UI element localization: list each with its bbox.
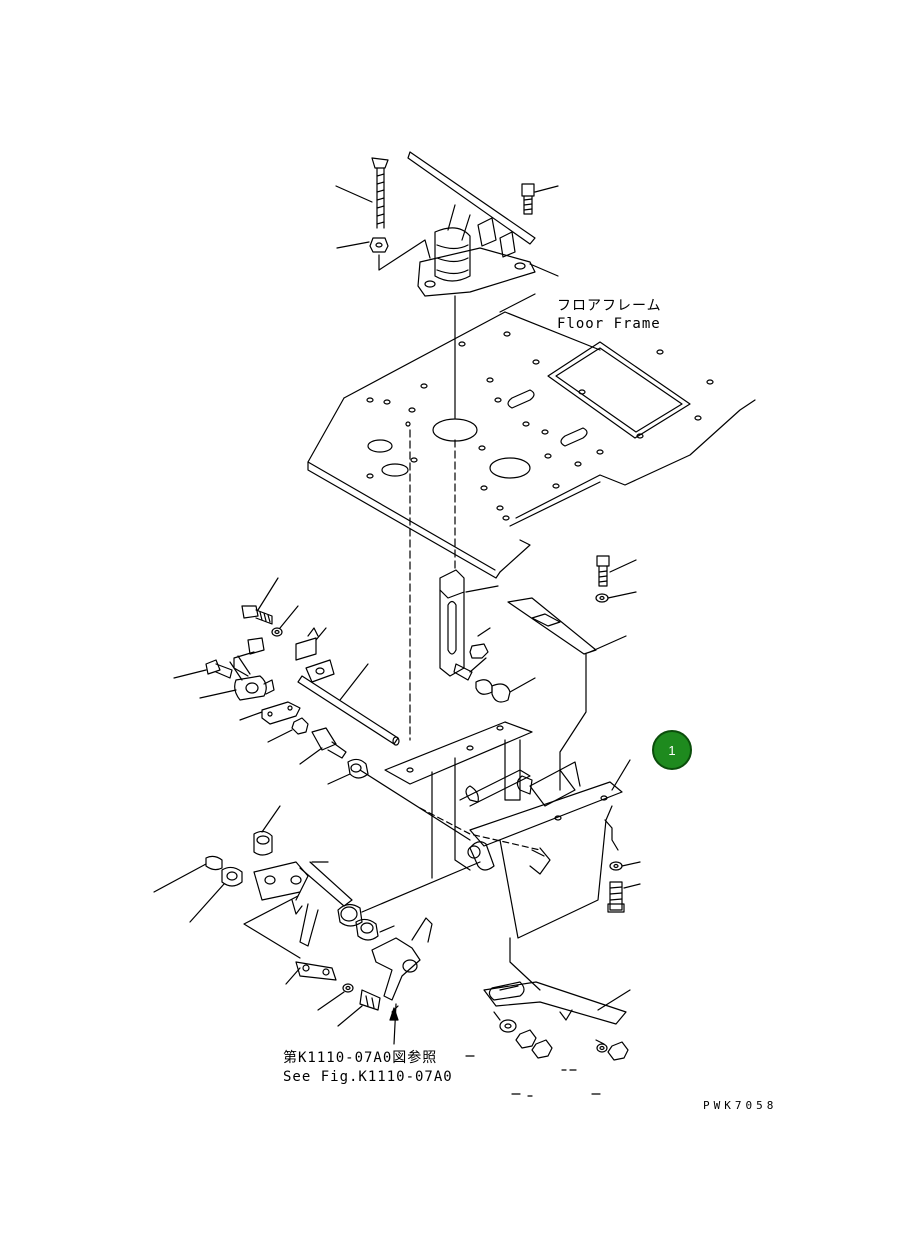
tube-left bbox=[337, 861, 481, 927]
small-washer-left bbox=[153, 855, 223, 893]
bolt-left-top bbox=[241, 577, 279, 625]
figure-reference-en: See Fig.K1110-07A0 bbox=[283, 1069, 453, 1085]
switch-body bbox=[199, 675, 275, 701]
link-plate bbox=[285, 961, 337, 985]
figure-reference-jp: 第K1110-07A0図参照 bbox=[283, 1050, 438, 1066]
bolt-right-upper bbox=[596, 555, 637, 587]
lever-cam bbox=[371, 917, 433, 1045]
right-plate bbox=[507, 597, 627, 791]
washer-lower bbox=[317, 983, 354, 1011]
lever-bracket bbox=[439, 569, 499, 677]
callout-number: 1 bbox=[668, 742, 676, 758]
lower-right-lever bbox=[483, 937, 631, 1025]
washer-far-right bbox=[595, 1039, 608, 1053]
bush-left bbox=[327, 758, 369, 785]
lock-plate bbox=[295, 627, 327, 661]
floor-frame-label-jp: フロアフレーム bbox=[557, 298, 662, 314]
bolt-lower bbox=[337, 989, 381, 1027]
washer-right-lower bbox=[609, 861, 641, 871]
gasket bbox=[239, 701, 301, 725]
nut-far-right bbox=[607, 1041, 629, 1061]
nut-lower-right-b bbox=[531, 1039, 553, 1059]
cable-harness bbox=[229, 637, 265, 681]
bushes-mid bbox=[475, 677, 536, 703]
washer-lower-right bbox=[493, 1011, 517, 1033]
shaft-long bbox=[297, 663, 400, 746]
drawing-code: PWK7058 bbox=[703, 1099, 778, 1112]
nut-top bbox=[336, 237, 431, 271]
lever-arm-left bbox=[253, 861, 353, 947]
pin-shaft bbox=[299, 727, 347, 765]
bolt-right-lower bbox=[607, 881, 641, 913]
bush-lower bbox=[355, 918, 395, 941]
washer-left bbox=[271, 605, 299, 637]
nut-lower-right-a bbox=[515, 1029, 537, 1049]
callout-marker[interactable]: 1 bbox=[652, 730, 692, 770]
washer-right-upper bbox=[595, 591, 637, 603]
floor-frame bbox=[307, 311, 756, 579]
ring-left bbox=[189, 866, 243, 923]
pin-mid bbox=[453, 657, 487, 681]
nut-mid bbox=[469, 627, 491, 659]
small-bush bbox=[267, 717, 309, 743]
bolt-top-right bbox=[521, 183, 559, 215]
seal-plate bbox=[305, 659, 335, 683]
long-bolt-top bbox=[335, 157, 389, 229]
cap-left bbox=[253, 805, 281, 856]
floor-frame-label-en: Floor Frame bbox=[557, 316, 661, 332]
top-pedal-assembly bbox=[407, 151, 536, 297]
bolt-left-mid bbox=[173, 659, 233, 679]
lower-bracket bbox=[384, 721, 631, 939]
